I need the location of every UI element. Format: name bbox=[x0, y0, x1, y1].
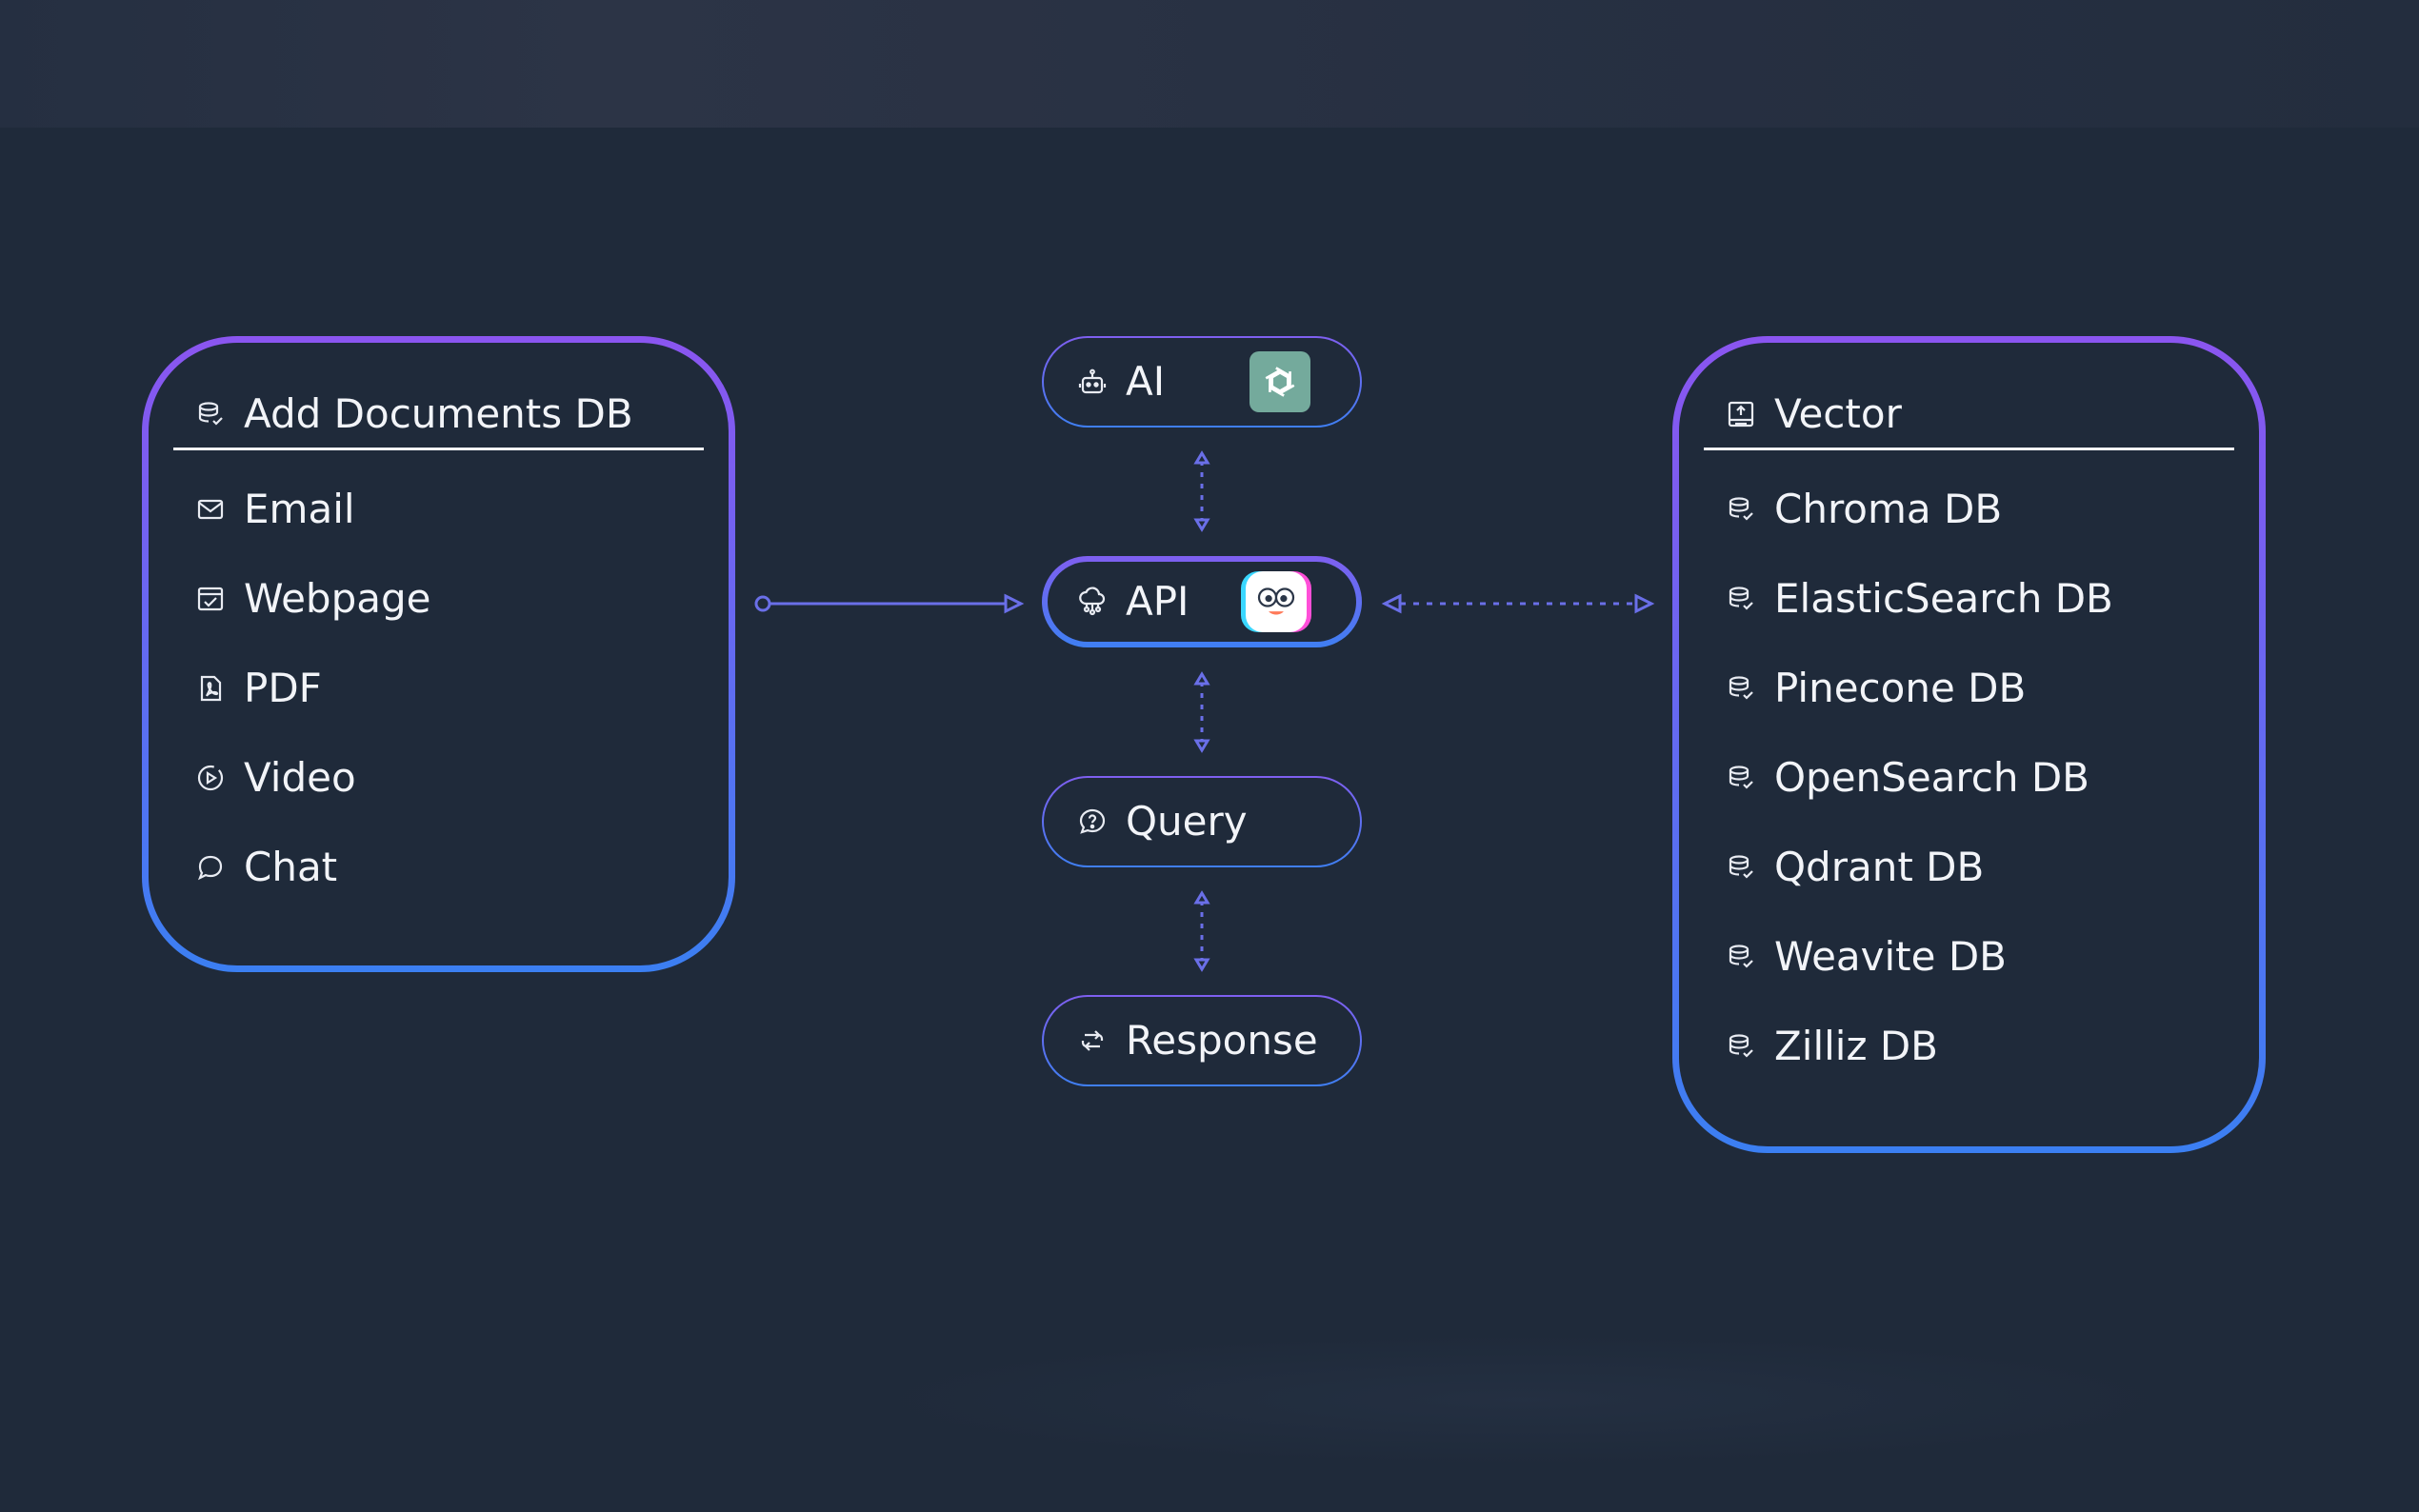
documents-list: Email Webpage PDF Video Chat bbox=[173, 465, 430, 912]
vector-panel-title: Vector bbox=[1774, 390, 1902, 437]
ai-node[interactable]: AI bbox=[1042, 336, 1362, 428]
mail-icon bbox=[194, 493, 227, 526]
documents-panel: Add Documents DB Email Webpage PDF Video bbox=[142, 336, 735, 972]
database-icon bbox=[194, 398, 227, 430]
database-icon bbox=[1725, 672, 1757, 705]
list-item-webpage[interactable]: Webpage bbox=[173, 554, 430, 644]
database-icon bbox=[1725, 1030, 1757, 1063]
bottom-glow bbox=[857, 1333, 2190, 1466]
embedchain-logo-icon bbox=[1246, 571, 1307, 632]
list-item-video[interactable]: Video bbox=[173, 733, 430, 823]
connector-api-to-vector bbox=[1381, 593, 1655, 614]
list-item-zilliz-db[interactable]: Zilliz DB bbox=[1704, 1002, 2113, 1091]
list-item-label: Qdrant DB bbox=[1774, 844, 1985, 890]
robot-icon bbox=[1076, 366, 1109, 398]
vector-panel-header: Vector bbox=[1704, 381, 2234, 450]
list-item-label: ElasticSearch DB bbox=[1774, 575, 2113, 622]
response-node-label: Response bbox=[1126, 1017, 1318, 1064]
list-item-label: Pinecone DB bbox=[1774, 665, 2027, 711]
database-icon bbox=[1725, 583, 1757, 615]
list-item-qdrant-db[interactable]: Qdrant DB bbox=[1704, 823, 2113, 912]
list-item-label: OpenSearch DB bbox=[1774, 754, 2089, 801]
openai-logo-icon bbox=[1249, 351, 1310, 412]
list-item-pdf[interactable]: PDF bbox=[173, 644, 430, 733]
list-item-label: Zilliz DB bbox=[1774, 1023, 1938, 1069]
list-item-label: Chat bbox=[244, 844, 338, 890]
list-item-label: PDF bbox=[244, 665, 322, 711]
vector-store-icon bbox=[1725, 398, 1757, 430]
play-circle-icon bbox=[194, 762, 227, 794]
list-item-label: Chroma DB bbox=[1774, 486, 2003, 532]
connector-query-to-response bbox=[1193, 890, 1210, 972]
connector-ai-to-api bbox=[1193, 450, 1210, 532]
list-item-chroma-db[interactable]: Chroma DB bbox=[1704, 465, 2113, 554]
list-item-email[interactable]: Email bbox=[173, 465, 430, 554]
top-band bbox=[0, 0, 2419, 128]
documents-panel-header: Add Documents DB bbox=[173, 381, 704, 450]
documents-panel-title: Add Documents DB bbox=[244, 390, 633, 437]
calendar-check-icon bbox=[194, 583, 227, 615]
list-item-label: Weavite DB bbox=[1774, 933, 2007, 980]
list-item-weavite-db[interactable]: Weavite DB bbox=[1704, 912, 2113, 1002]
list-item-label: Video bbox=[244, 754, 356, 801]
list-item-chat[interactable]: Chat bbox=[173, 823, 430, 912]
question-bubble-icon bbox=[1076, 806, 1109, 838]
api-node-label: API bbox=[1126, 578, 1190, 625]
list-item-label: Webpage bbox=[244, 575, 431, 622]
response-icon bbox=[1076, 1025, 1109, 1057]
vector-db-list: Chroma DB ElasticSearch DB Pinecone DB O… bbox=[1704, 465, 2113, 1091]
chat-bubble-icon bbox=[194, 851, 227, 884]
database-icon bbox=[1725, 851, 1757, 884]
database-icon bbox=[1725, 941, 1757, 973]
pdf-file-icon bbox=[194, 672, 227, 705]
response-node[interactable]: Response bbox=[1042, 995, 1362, 1086]
cloud-network-icon bbox=[1076, 586, 1109, 618]
database-icon bbox=[1725, 762, 1757, 794]
connector-api-to-query bbox=[1193, 671, 1210, 753]
ai-node-label: AI bbox=[1126, 358, 1166, 405]
list-item-opensearch-db[interactable]: OpenSearch DB bbox=[1704, 733, 2113, 823]
query-node[interactable]: Query bbox=[1042, 776, 1362, 867]
vector-panel: Vector Chroma DB ElasticSearch DB Pineco… bbox=[1672, 336, 2266, 1153]
database-icon bbox=[1725, 493, 1757, 526]
query-node-label: Query bbox=[1126, 798, 1248, 845]
api-node[interactable]: API bbox=[1042, 556, 1362, 647]
list-item-label: Email bbox=[244, 486, 355, 532]
connector-documents-to-api bbox=[754, 593, 1025, 614]
list-item-pinecone-db[interactable]: Pinecone DB bbox=[1704, 644, 2113, 733]
list-item-elasticsearch-db[interactable]: ElasticSearch DB bbox=[1704, 554, 2113, 644]
